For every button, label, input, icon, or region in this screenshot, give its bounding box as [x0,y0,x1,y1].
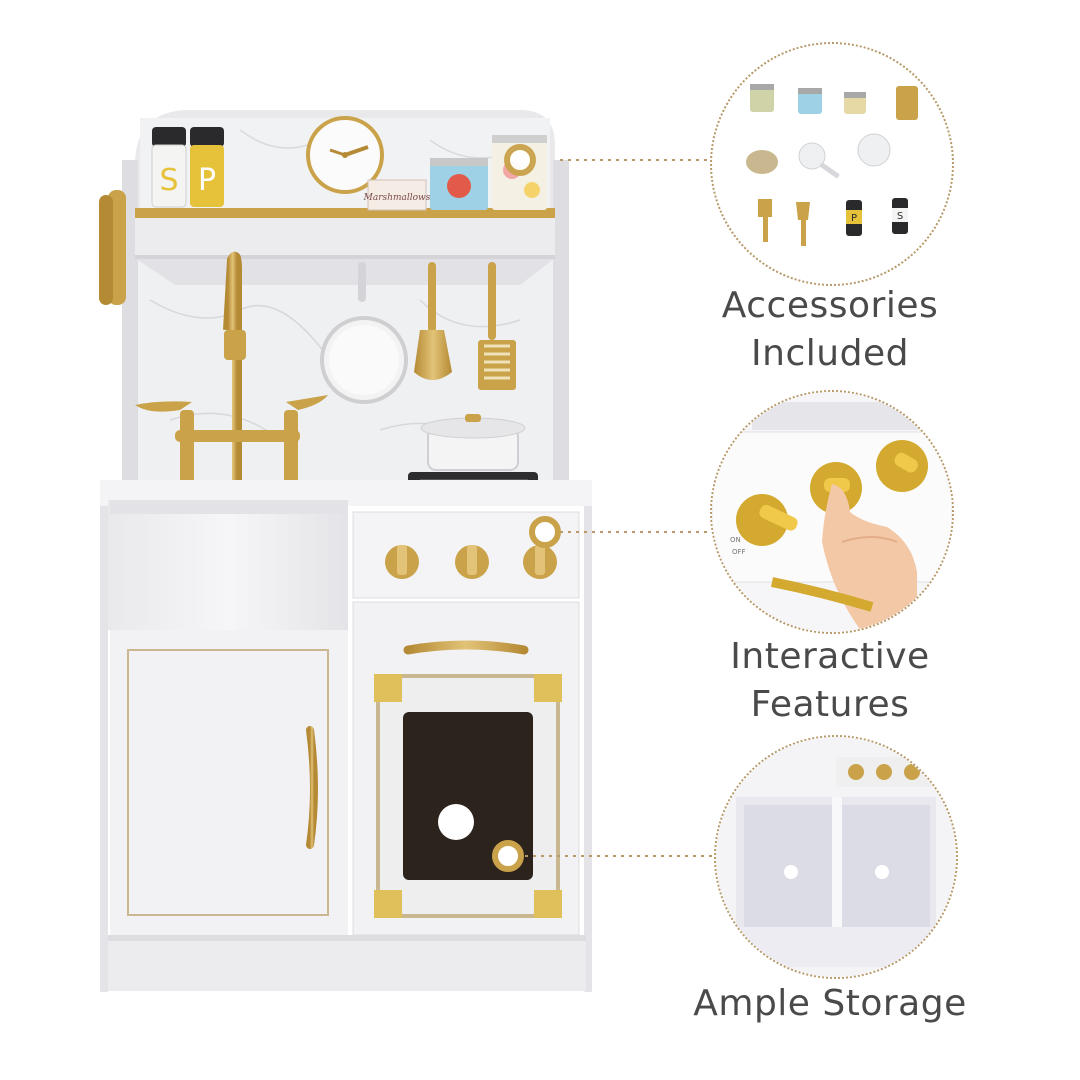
hanging-utensils-illustration [320,262,516,404]
oven-window [403,712,533,880]
feature-caption-accessories: Accessories Included [680,282,980,378]
storage-detail-circle [714,735,958,979]
accessory-shaker-s-label: S [897,211,903,222]
knob-closeup-illustration: ON OFF [712,392,952,632]
food-box-illustration [367,179,427,211]
feature-interactive-line-1: Interactive [730,636,930,677]
feature-caption-storage: Ample Storage [660,980,1000,1028]
feature-accessories-line-2: Included [751,333,909,374]
accessory-shaker-p-label: P [851,213,857,224]
feature-interactive-line-2: Features [750,684,910,725]
pepper-shaker-illustration [190,127,224,207]
clock-illustration [306,116,384,194]
feature-storage-line-1: Ample Storage [693,983,967,1024]
salt-shaker-illustration [151,127,187,208]
interactive-detail-circle: ON OFF [710,390,954,634]
hotspot-storage [492,840,524,872]
kitchen-base [108,935,586,991]
accessories-set-illustration: P S [746,84,918,246]
stove-knobs-illustration [385,545,557,579]
right-side-frame [553,160,569,480]
wall-phone-illustration [99,190,126,305]
sink-cabinet [108,500,348,630]
accessories-detail-circle: P S [710,42,954,286]
knob-on-label: ON [730,536,741,544]
hotspot-interactive [529,516,561,548]
knob-off-label: OFF [732,548,746,556]
left-cabinet-door [110,630,348,935]
feature-caption-interactive: Interactive Features [680,633,980,729]
feature-accessories-line-1: Accessories [721,285,939,326]
shelf [135,208,555,218]
hotspot-accessories [504,144,536,176]
storage-interior-illustration [716,737,956,977]
